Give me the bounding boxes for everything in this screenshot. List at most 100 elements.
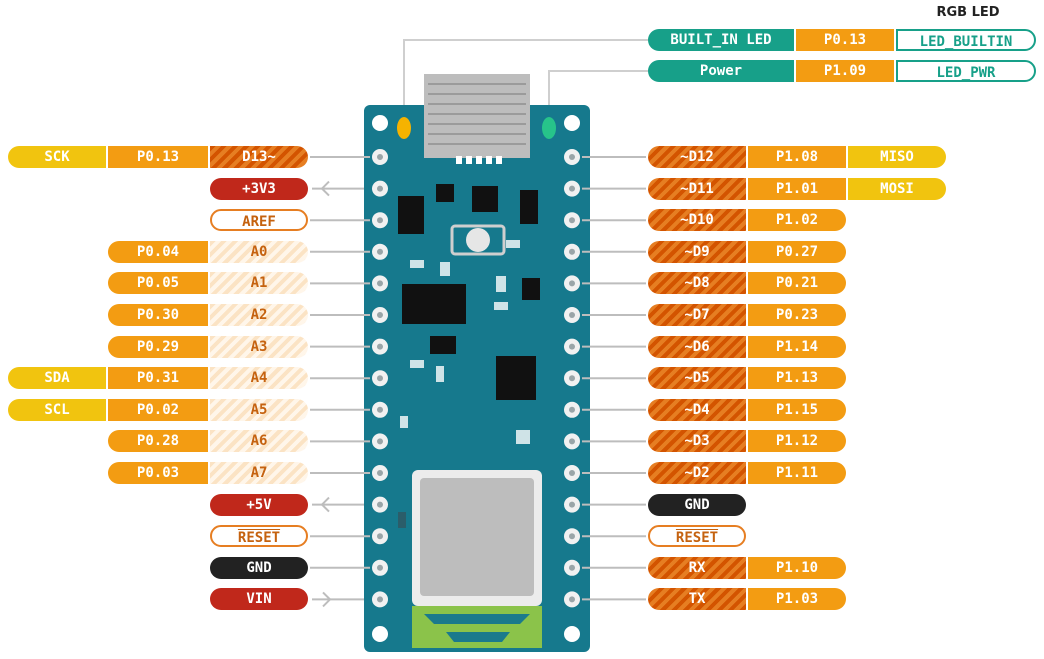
right-pin-5-name: ~D7 (648, 304, 746, 326)
left-pin-10-port: P0.03 (108, 462, 208, 484)
left-header-pad (372, 528, 388, 545)
chip (398, 196, 424, 234)
led-builtin-function: LED_BUILTIN (896, 29, 1036, 51)
pad (410, 360, 424, 368)
right-pin-10-port: P1.11 (748, 462, 846, 484)
led-power-name: Power (648, 60, 794, 82)
right-pin-5-port: P0.23 (748, 304, 846, 326)
right-header-pad (564, 401, 580, 418)
left-header-pad (372, 243, 388, 260)
right-header-pad (564, 338, 580, 355)
left-header-pad-hole (377, 596, 383, 603)
sensor (496, 356, 536, 400)
right-header-pad-hole (569, 470, 575, 476)
right-header-pad (564, 433, 580, 450)
left-header-pad (372, 212, 388, 229)
microcontroller (402, 284, 466, 324)
right-header-pad-hole (569, 406, 575, 413)
led-builtin (397, 117, 411, 139)
right-pin-1-name: ~D11 (648, 177, 746, 200)
left-pin-8-alt: SCL (8, 398, 106, 421)
right-pin-0-port: P1.08 (748, 146, 846, 168)
left-header-pad-hole (377, 501, 383, 508)
led-power-port: P1.09 (796, 60, 894, 82)
right-pin-8-name: ~D4 (648, 398, 746, 421)
right-header-pad (564, 528, 580, 545)
mounting-hole (372, 115, 388, 131)
left-header-pad-hole (377, 564, 383, 571)
right-pin-7-port: P1.13 (748, 367, 846, 390)
right-pin-7-name: ~D5 (648, 367, 746, 390)
right-pin-4-port: P0.21 (748, 272, 846, 295)
left-header-pad (372, 401, 388, 418)
pad (516, 430, 530, 444)
right-header-pad-hole (569, 564, 575, 571)
chip (430, 336, 456, 354)
left-pin-0-name: D13~ (210, 146, 308, 168)
right-pin-2-port: P1.02 (748, 209, 846, 232)
transistor (472, 186, 498, 212)
right-header-pad-hole (569, 343, 575, 350)
right-header-pad-hole (569, 280, 575, 287)
left-header-pad (372, 307, 388, 323)
chip (436, 184, 454, 202)
right-pin-1-port: P1.01 (748, 177, 846, 200)
chip (520, 190, 538, 224)
left-pin-9-name: A6 (210, 430, 308, 453)
pad (440, 262, 450, 276)
right-header-pad (564, 496, 580, 513)
left-pin-0-port: P0.13 (108, 146, 208, 168)
left-pin-12-name: RESET (210, 525, 308, 548)
left-header-pad-hole (377, 185, 383, 192)
right-pin-11-name: GND (648, 493, 746, 516)
led-builtin-port: P0.13 (796, 29, 894, 51)
left-pin-13-name: GND (210, 556, 308, 579)
right-pin-14-name: TX (648, 588, 746, 611)
pad (494, 302, 508, 310)
left-header-pad (372, 591, 388, 608)
antenna-trace (424, 614, 530, 624)
right-header-pad-hole (569, 533, 575, 540)
left-header-pad-hole (377, 154, 383, 160)
left-header-pad (372, 433, 388, 450)
left-pin-3-name: A0 (210, 240, 308, 263)
right-pin-4-name: ~D8 (648, 272, 746, 295)
left-header-pad-hole (377, 312, 383, 318)
right-pin-9-port: P1.12 (748, 430, 846, 453)
right-header-pad-hole (569, 248, 575, 255)
right-header-pad (564, 465, 580, 481)
pad (410, 260, 424, 268)
left-pin-3-port: P0.04 (108, 240, 208, 263)
left-header-pad-hole (377, 533, 383, 540)
mounting-hole (564, 626, 580, 642)
left-pin-10-name: A7 (210, 462, 308, 484)
right-pin-6-port: P1.14 (748, 335, 846, 358)
pad (436, 366, 444, 382)
right-header-pad-hole (569, 154, 575, 160)
right-pin-0-alt: MISO (848, 146, 946, 168)
right-pin-14-port: P1.03 (748, 588, 846, 611)
right-pin-13-port: P1.10 (748, 556, 846, 579)
led-builtin-name: BUILT_IN LED (648, 29, 794, 51)
left-header-pad-hole (377, 217, 383, 224)
right-pin-6-name: ~D6 (648, 335, 746, 358)
right-pin-2-name: ~D10 (648, 209, 746, 232)
right-header-pad-hole (569, 185, 575, 192)
right-header-pad-hole (569, 375, 575, 382)
left-header-pad (372, 275, 388, 292)
left-pin-7-name: A4 (210, 367, 308, 390)
right-header-pad-hole (569, 217, 575, 224)
left-pin-4-name: A1 (210, 272, 308, 295)
left-header-pad (372, 559, 388, 576)
left-header-pad-hole (377, 470, 383, 476)
left-pin-1-name: +3V3 (210, 177, 308, 200)
left-header-pad-hole (377, 375, 383, 382)
right-header-pad-hole (569, 501, 575, 508)
led-power-connector (548, 70, 648, 118)
usb-connector (424, 74, 530, 158)
left-pin-8-port: P0.02 (108, 398, 208, 421)
left-pin-1-arrow-icon (320, 180, 330, 197)
right-pin-9-name: ~D3 (648, 430, 746, 453)
right-header-pad (564, 370, 580, 387)
